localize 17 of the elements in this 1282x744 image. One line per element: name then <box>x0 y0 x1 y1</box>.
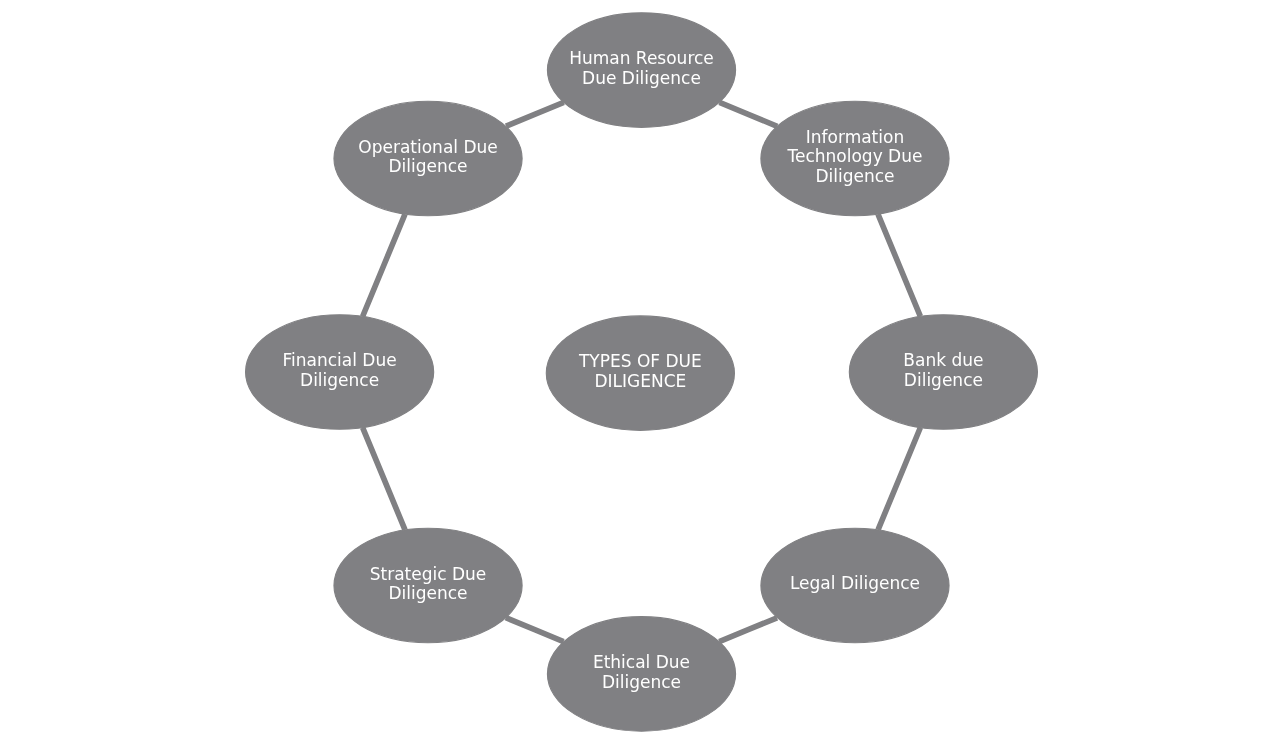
node-ellipse: Legal Diligence <box>759 527 950 644</box>
node-ellipse: Strategic Due Diligence <box>332 527 523 644</box>
node-ellipse: Ethical Due Diligence <box>546 616 736 732</box>
connector <box>359 426 408 532</box>
connector <box>504 615 565 645</box>
connector <box>874 212 923 318</box>
connector <box>717 615 778 645</box>
node-ellipse: Bank due Diligence <box>848 314 1038 430</box>
connector <box>504 99 565 129</box>
node-ellipse: Human Resource Due Diligence <box>546 12 736 128</box>
node-ellipse: Financial Due Diligence <box>244 314 434 430</box>
connector <box>359 213 408 318</box>
node-ellipse: TYPES OF DUE DILIGENCE <box>545 315 735 431</box>
connector <box>874 426 923 531</box>
connector <box>717 99 778 129</box>
node-ellipse: Operational Due Diligence <box>332 100 523 217</box>
node-ellipse: Information Technology Due Diligence <box>759 100 950 217</box>
